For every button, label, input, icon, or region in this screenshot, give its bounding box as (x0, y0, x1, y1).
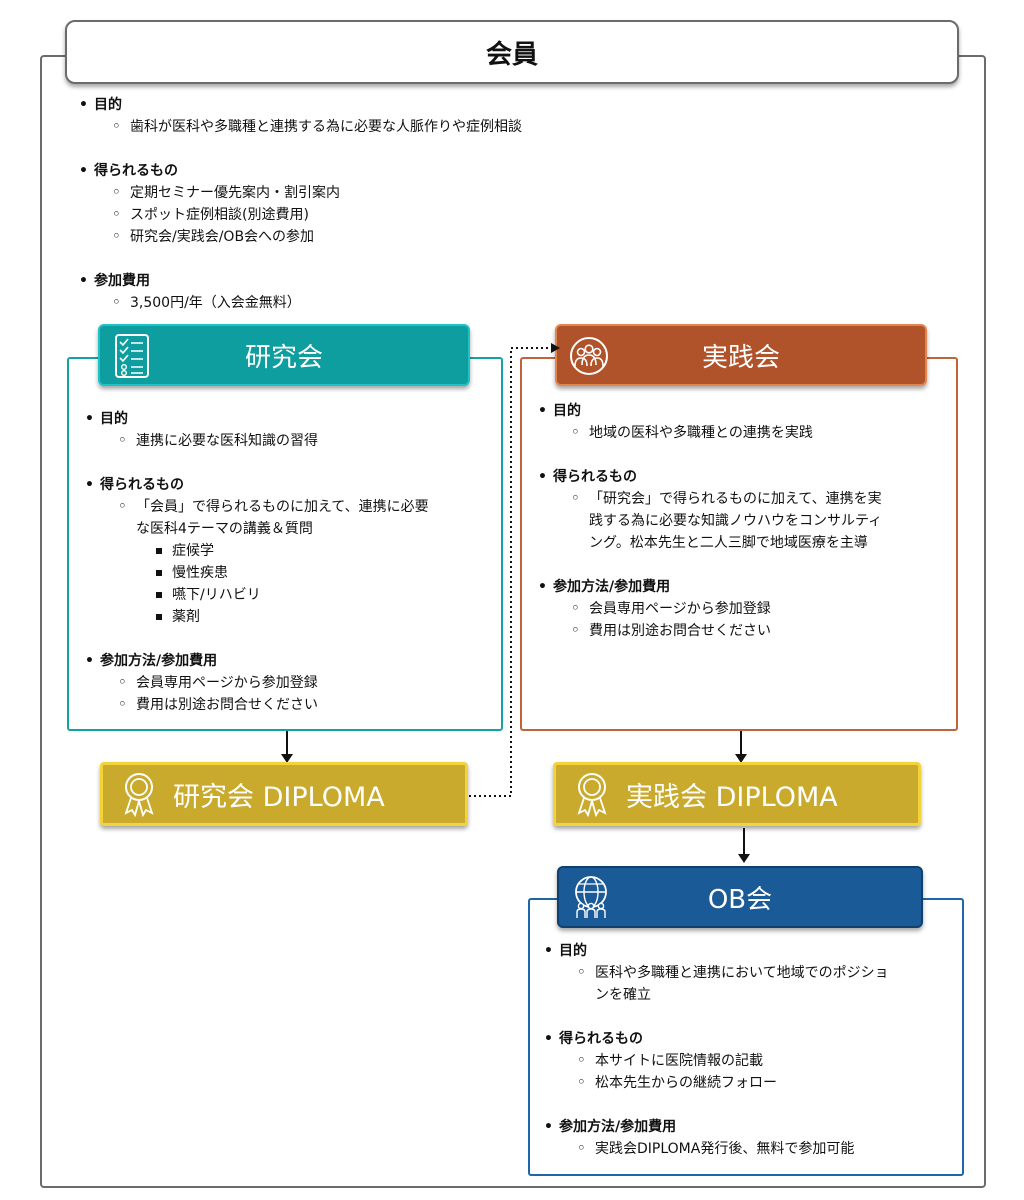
ob-purpose-label: 目的 (541, 940, 961, 962)
ob-title: OB会 (707, 884, 773, 915)
award-ribbon-icon (577, 773, 607, 817)
kenkyu-join-label: 参加方法/参加費用 (82, 650, 502, 672)
jissen-title: 実践会 (701, 342, 780, 373)
kenkyu-topic: 症候学 (82, 540, 502, 562)
kenkyu-topic: 慢性疾患 (82, 562, 502, 584)
ob-benefit: 松本先生からの継続フォロー (541, 1071, 961, 1094)
jissen-diploma-label: 実践会 DIPLOMA (626, 781, 838, 813)
membership-purpose: 歯科が医科や多職種と連携する為に必要な人脈作りや症例相談 (76, 115, 936, 138)
ob-benefits-label: 得られるもの (541, 1028, 961, 1050)
arrow-jissen-diploma (740, 731, 742, 757)
jissen-purpose-label: 目的 (535, 400, 955, 422)
membership-benefits-label: 得られるもの (76, 160, 936, 182)
arrow-head (735, 754, 747, 763)
jissen-header: 実践会 (555, 324, 927, 386)
kenkyu-diploma: 研究会 DIPLOMA (100, 762, 468, 826)
membership-purpose-label: 目的 (76, 94, 936, 116)
kenkyu-benefits-label: 得られるもの (82, 474, 502, 496)
jissen-join: 費用は別途お問合せください (535, 619, 955, 642)
jissen-benefit-line: 践する為に必要な知識ノウハウをコンサルティ (589, 513, 883, 529)
ob-join: 実践会DIPLOMA発行後、無料で参加可能 (541, 1137, 961, 1160)
kenkyu-benefit-line: な医科4テーマの講義＆質問 (136, 521, 313, 537)
page-title: 会員 (65, 20, 959, 84)
kenkyu-content: 目的 連携に必要な医科知識の習得 得られるもの 「会員」で得られるものに加えて、… (82, 408, 502, 716)
kenkyu-benefit-line: 「会員」で得られるものに加えて、連携に必要 (82, 495, 502, 518)
kenkyu-join: 会員専用ページから参加登録 (82, 671, 502, 694)
membership-section: 目的 歯科が医科や多職種と連携する為に必要な人脈作りや症例相談 得られるもの 定… (76, 94, 936, 314)
ob-header: OB会 (557, 866, 923, 928)
jissen-join-label: 参加方法/参加費用 (535, 576, 955, 598)
membership-benefit: 定期セミナー優先案内・割引案内 (76, 181, 936, 204)
kenkyu-topic: 嚥下/リハビリ (82, 584, 502, 606)
kenkyu-purpose: 連携に必要な医科知識の習得 (82, 429, 502, 452)
ob-benefit: 本サイトに医院情報の記載 (541, 1049, 961, 1072)
membership-benefit: 研究会/実践会/OB会への参加 (76, 225, 936, 248)
kenkyu-purpose-label: 目的 (82, 408, 502, 430)
award-ribbon-icon (124, 773, 154, 817)
group-icon (570, 337, 608, 375)
kenkyu-diploma-label: 研究会 DIPLOMA (173, 781, 385, 813)
ob-purpose-line: 医科や多職種と連携において地域でのポジショ (541, 961, 961, 984)
membership-fee: 3,500円/年（入会金無料） (76, 291, 936, 314)
globe-people-icon (575, 876, 607, 918)
membership-benefit: スポット症例相談(別途費用) (76, 203, 936, 226)
ob-content: 目的 医科や多職種と連携において地域でのポジショ ンを確立 得られるもの 本サイ… (541, 940, 961, 1160)
jissen-benefit-line: ング。松本先生と二人三脚で地域医療を主導 (589, 535, 868, 551)
jissen-benefit-line: 「研究会」で得られるものに加えて、連携を実 (535, 487, 955, 510)
jissen-join: 会員専用ページから参加登録 (535, 597, 955, 620)
arrow-diploma-ob (743, 828, 745, 856)
jissen-purpose: 地域の医科や多職種との連携を実践 (535, 421, 955, 444)
kenkyu-join: 費用は別途お問合せください (82, 693, 502, 716)
kenkyu-header: 研究会 (98, 324, 470, 386)
checklist-icon (115, 334, 149, 378)
membership-fee-label: 参加費用 (76, 270, 936, 292)
jissen-diploma: 実践会 DIPLOMA (553, 762, 921, 826)
kenkyu-topic: 薬剤 (82, 606, 502, 628)
arrow-head (281, 754, 293, 763)
kenkyu-title: 研究会 (244, 342, 323, 373)
jissen-benefits-label: 得られるもの (535, 466, 955, 488)
jissen-content: 目的 地域の医科や多職種との連携を実践 得られるもの 「研究会」で得られるものに… (535, 400, 955, 642)
ob-purpose-line: ンを確立 (595, 987, 651, 1003)
ob-join-label: 参加方法/参加費用 (541, 1116, 961, 1138)
dotted-connector (469, 343, 560, 797)
arrow-head (738, 854, 750, 863)
arrow-kenkyu-diploma (286, 731, 288, 757)
